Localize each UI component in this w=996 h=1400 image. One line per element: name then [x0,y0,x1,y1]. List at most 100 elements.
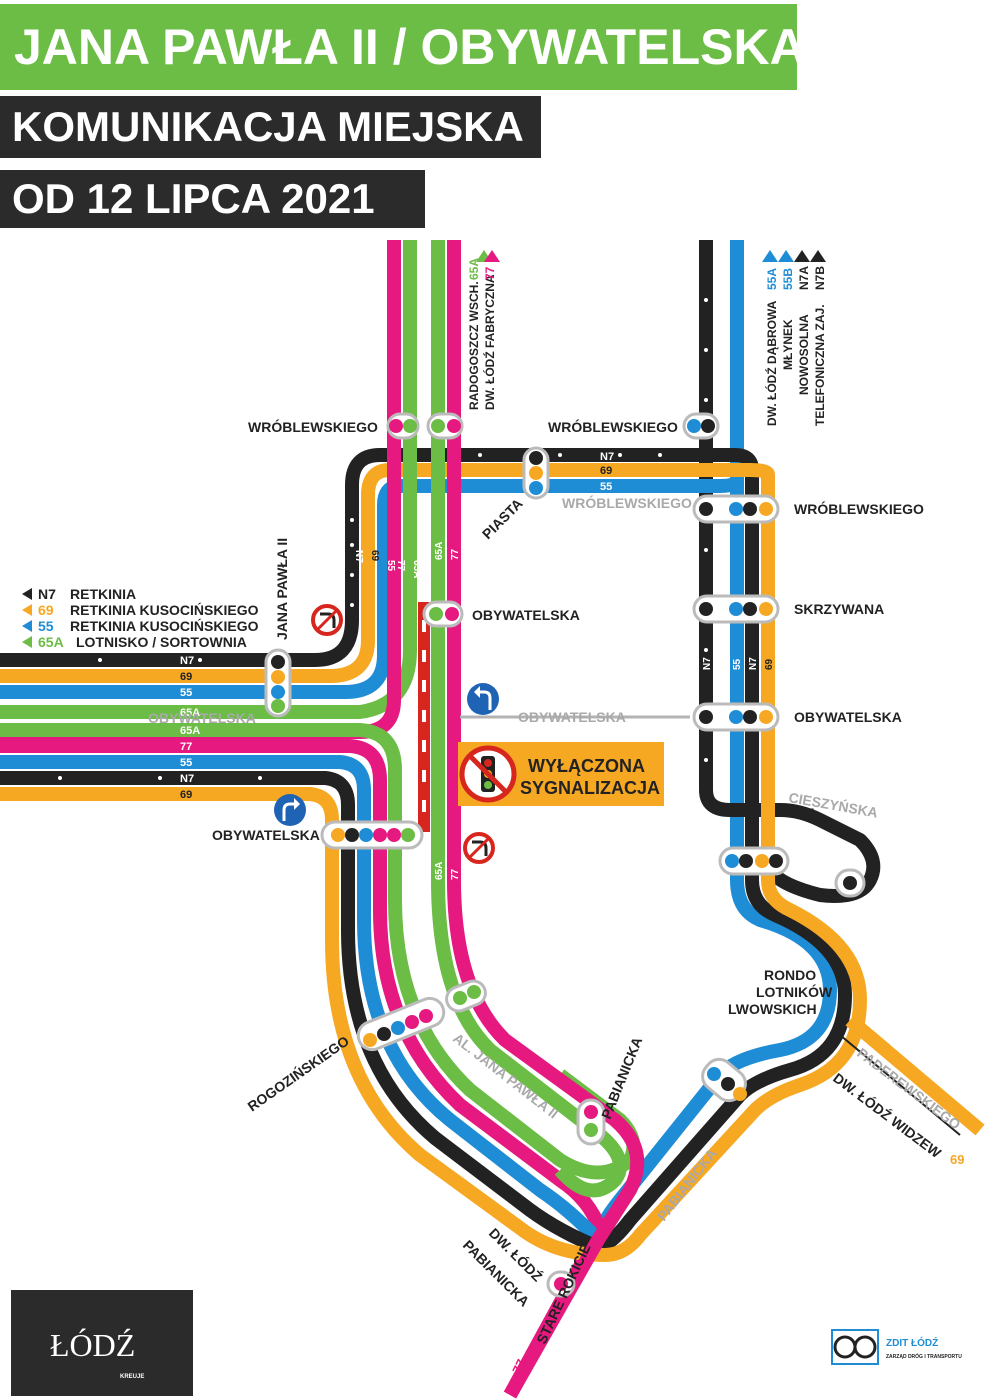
dest-telefoniczna: TELEFONICZNA ZAJ. [813,304,827,426]
street-paderewskiego: PADEREWSKIEGO [854,1045,964,1133]
dest-mlynek: MŁYNEK [781,319,795,370]
signals-off-notice: WYŁĄCZONA SYGNALIZACJA [458,742,664,806]
legend-arrow-55 [22,620,32,632]
arrow-n7b-up [810,250,826,262]
label-n7-v-right: N7 [702,657,713,670]
header-date: OD 12 LIPCA 2021 [0,170,425,228]
street-al-politechniki: AL. POLITECHNIKI [713,280,729,405]
legend-arrow-65a [22,636,32,648]
stop-label-rondo-2: LOTNIKÓW [756,983,833,1000]
route-pink-avenue [447,240,645,1399]
legend-arrow-69 [22,604,32,616]
legend-line-55: 55 [38,618,54,634]
top-arrows [476,250,826,262]
stop-label-obywatelska-2: OBYWATELSKA [794,709,902,725]
arrow-55b-up [778,250,794,262]
label-55-left: 55 [180,687,192,699]
header-title: JANA PAWŁA II / OBYWATELSKA [0,4,806,90]
label-65a-lower: 65A [180,725,200,737]
label-65a-v2: 65A [434,542,445,560]
arrow-55a-up [762,250,778,262]
street-al-jana-pawla-top: AL. JANA PAWŁA II [415,276,431,405]
stop-label-obywatelska-3: OBYWATELSKA [212,827,320,843]
notice-line2: SYGNALIZACJA [520,778,660,798]
stop-label-jana-pawla-vert: JANA PAWŁA II [274,538,290,640]
route-black-right-down [596,470,852,1255]
dest-radogoszcz-line: 65A [467,258,481,280]
turn-right-only-sign [274,794,306,826]
stop-label-rondo-3: LWOWSKICH [728,1001,817,1017]
legend-dest-69: RETKINIA KUSOCIŃSKIEGO [70,602,259,618]
stop-label-piasta: PIASTA [479,495,526,542]
route-blue-wroblewskiego [0,477,744,699]
arrow-n7a-up [794,250,810,262]
route-black-lower [0,771,603,1255]
route-line-labels: N7 69 55 N7 69 55 65A 65A 77 55 N7 69 N7… [180,451,964,1376]
route-black-politechniki [699,240,881,903]
stop-pill-cieszynska[interactable] [718,846,790,876]
closure-dashes [422,620,426,812]
dest-nowosolna: NOWOSOLNA [797,314,811,395]
top-destinations: RADOGOSZCZ WSCH. 65A DW. ŁÓDŹ FABRYCZNA … [467,258,827,426]
label-55-v1: 55 [385,560,396,572]
label-77-bottom: 77 [509,1357,529,1377]
stop-label-skrzywana: SKRZYWANA [794,601,884,617]
stop-label-wroblewskiego-1: WRÓBLEWSKIEGO [248,418,378,435]
legend-dest-55: RETKINIA KUSOCIŃSKIEGO [70,618,259,634]
dest-dabrowa-line: 55A [765,268,779,290]
label-69-paderewskiego: 69 [950,1152,964,1167]
no-left-turn-sign-2 [463,832,495,864]
stop-label-wroblewskiego-3: WRÓBLEWSKIEGO [794,500,924,517]
route-lines [0,240,985,1399]
legend-line-65a: 65A [38,634,64,650]
stop-label-dw-pabianicka-2: PABIANICKA [460,1237,533,1310]
dest-nowosolna-line: N7A [797,266,811,290]
label-69-left: 69 [180,671,192,683]
notice-line1: WYŁĄCZONA [528,756,645,776]
legend-line-69: 69 [38,602,54,618]
route-orange-paderewskiego [845,1014,985,1136]
dest-radogoszcz: RADOGOSZCZ WSCH. [467,281,481,410]
route-black-paderewskiego [839,1034,961,1136]
dest-fabryczna: DW. ŁÓDŹ FABRYCZNA [482,274,497,410]
street-wroblewskiego: WRÓBLEWSKIEGO [562,494,692,511]
legend-dest-65a: LOTNISKO / SORTOWNIA [76,634,247,650]
turn-left-only-sign [467,683,499,715]
label-n7-cieszynska: N7 [800,807,814,819]
arrow-77-up [484,250,500,262]
stop-label-wroblewskiego-2: WRÓBLEWSKIEGO [548,418,678,435]
stop-label-rogozinskiego: ROGOZIŃSKIEGO [245,1033,352,1115]
label-n7-v-right2: N7 [748,657,759,670]
header-subtitle: KOMUNIKACJA MIEJSKA [0,96,541,158]
stop-dots [271,419,857,1291]
legend: N7 RETKINIA 69 RETKINIA KUSOCIŃSKIEGO 55… [22,586,259,650]
stop-label-pabianicka: PABIANICKA [598,1035,645,1122]
lodz-logo-small: KREUJE [120,1374,144,1380]
stop-label-obywatelska-1: OBYWATELSKA [472,607,580,623]
legend-dest-n7: RETKINIA [70,586,136,602]
zdit-sub: ZARZĄD DRÓG I TRANSPORTU [886,1352,962,1360]
route-orange-right-down [604,475,867,1262]
label-65a-v1: 65A [411,560,422,578]
label-69-v-right: 69 [764,658,775,670]
label-69-lower: 69 [180,789,192,801]
label-77-v1: 77 [395,560,406,572]
lodz-logo-text: ŁÓDŹ [50,1327,135,1363]
label-55-top: 55 [600,481,612,493]
lodz-logo: ŁÓDŹ KREUJE [11,1290,193,1396]
route-black-wroblewskiego [0,448,759,667]
label-n7-lower: N7 [180,773,194,785]
legend-arrow-n7 [22,588,32,600]
label-55-v-right: 55 [732,658,743,670]
label-69-top: 69 [600,465,612,477]
zdit-logo: ZDIT ŁÓDŹ ZARZĄD DRÓG I TRANSPORTU [831,1329,962,1365]
dest-telefoniczna-line: N7B [813,266,827,290]
street-obywatelska-mid: OBYWATELSKA [518,709,626,725]
stop-label-rondo-1: RONDO [764,967,816,983]
label-n7-left: N7 [180,655,194,667]
route-orange-lower [0,787,606,1262]
dest-dabrowa: DW. ŁÓDŹ DĄBROWA [764,300,779,426]
legend-line-n7: N7 [38,586,56,602]
label-77-lower: 77 [180,741,192,753]
route-orange-wroblewskiego [0,463,775,683]
